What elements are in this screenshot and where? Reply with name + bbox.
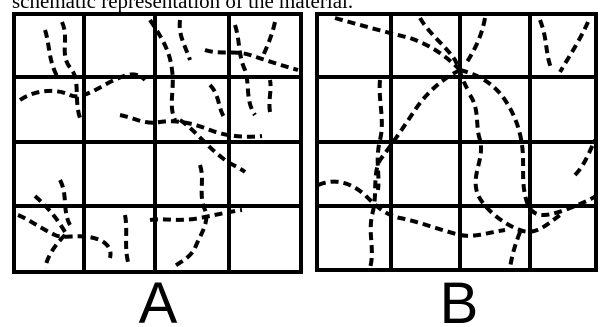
panel-a: A (14, 14, 301, 327)
panel-b-grid (317, 14, 596, 270)
panel-a-grid (14, 14, 301, 272)
panel-b: B (317, 14, 596, 327)
panel-a-label: A (139, 271, 178, 327)
panel-b-label: B (440, 271, 479, 327)
